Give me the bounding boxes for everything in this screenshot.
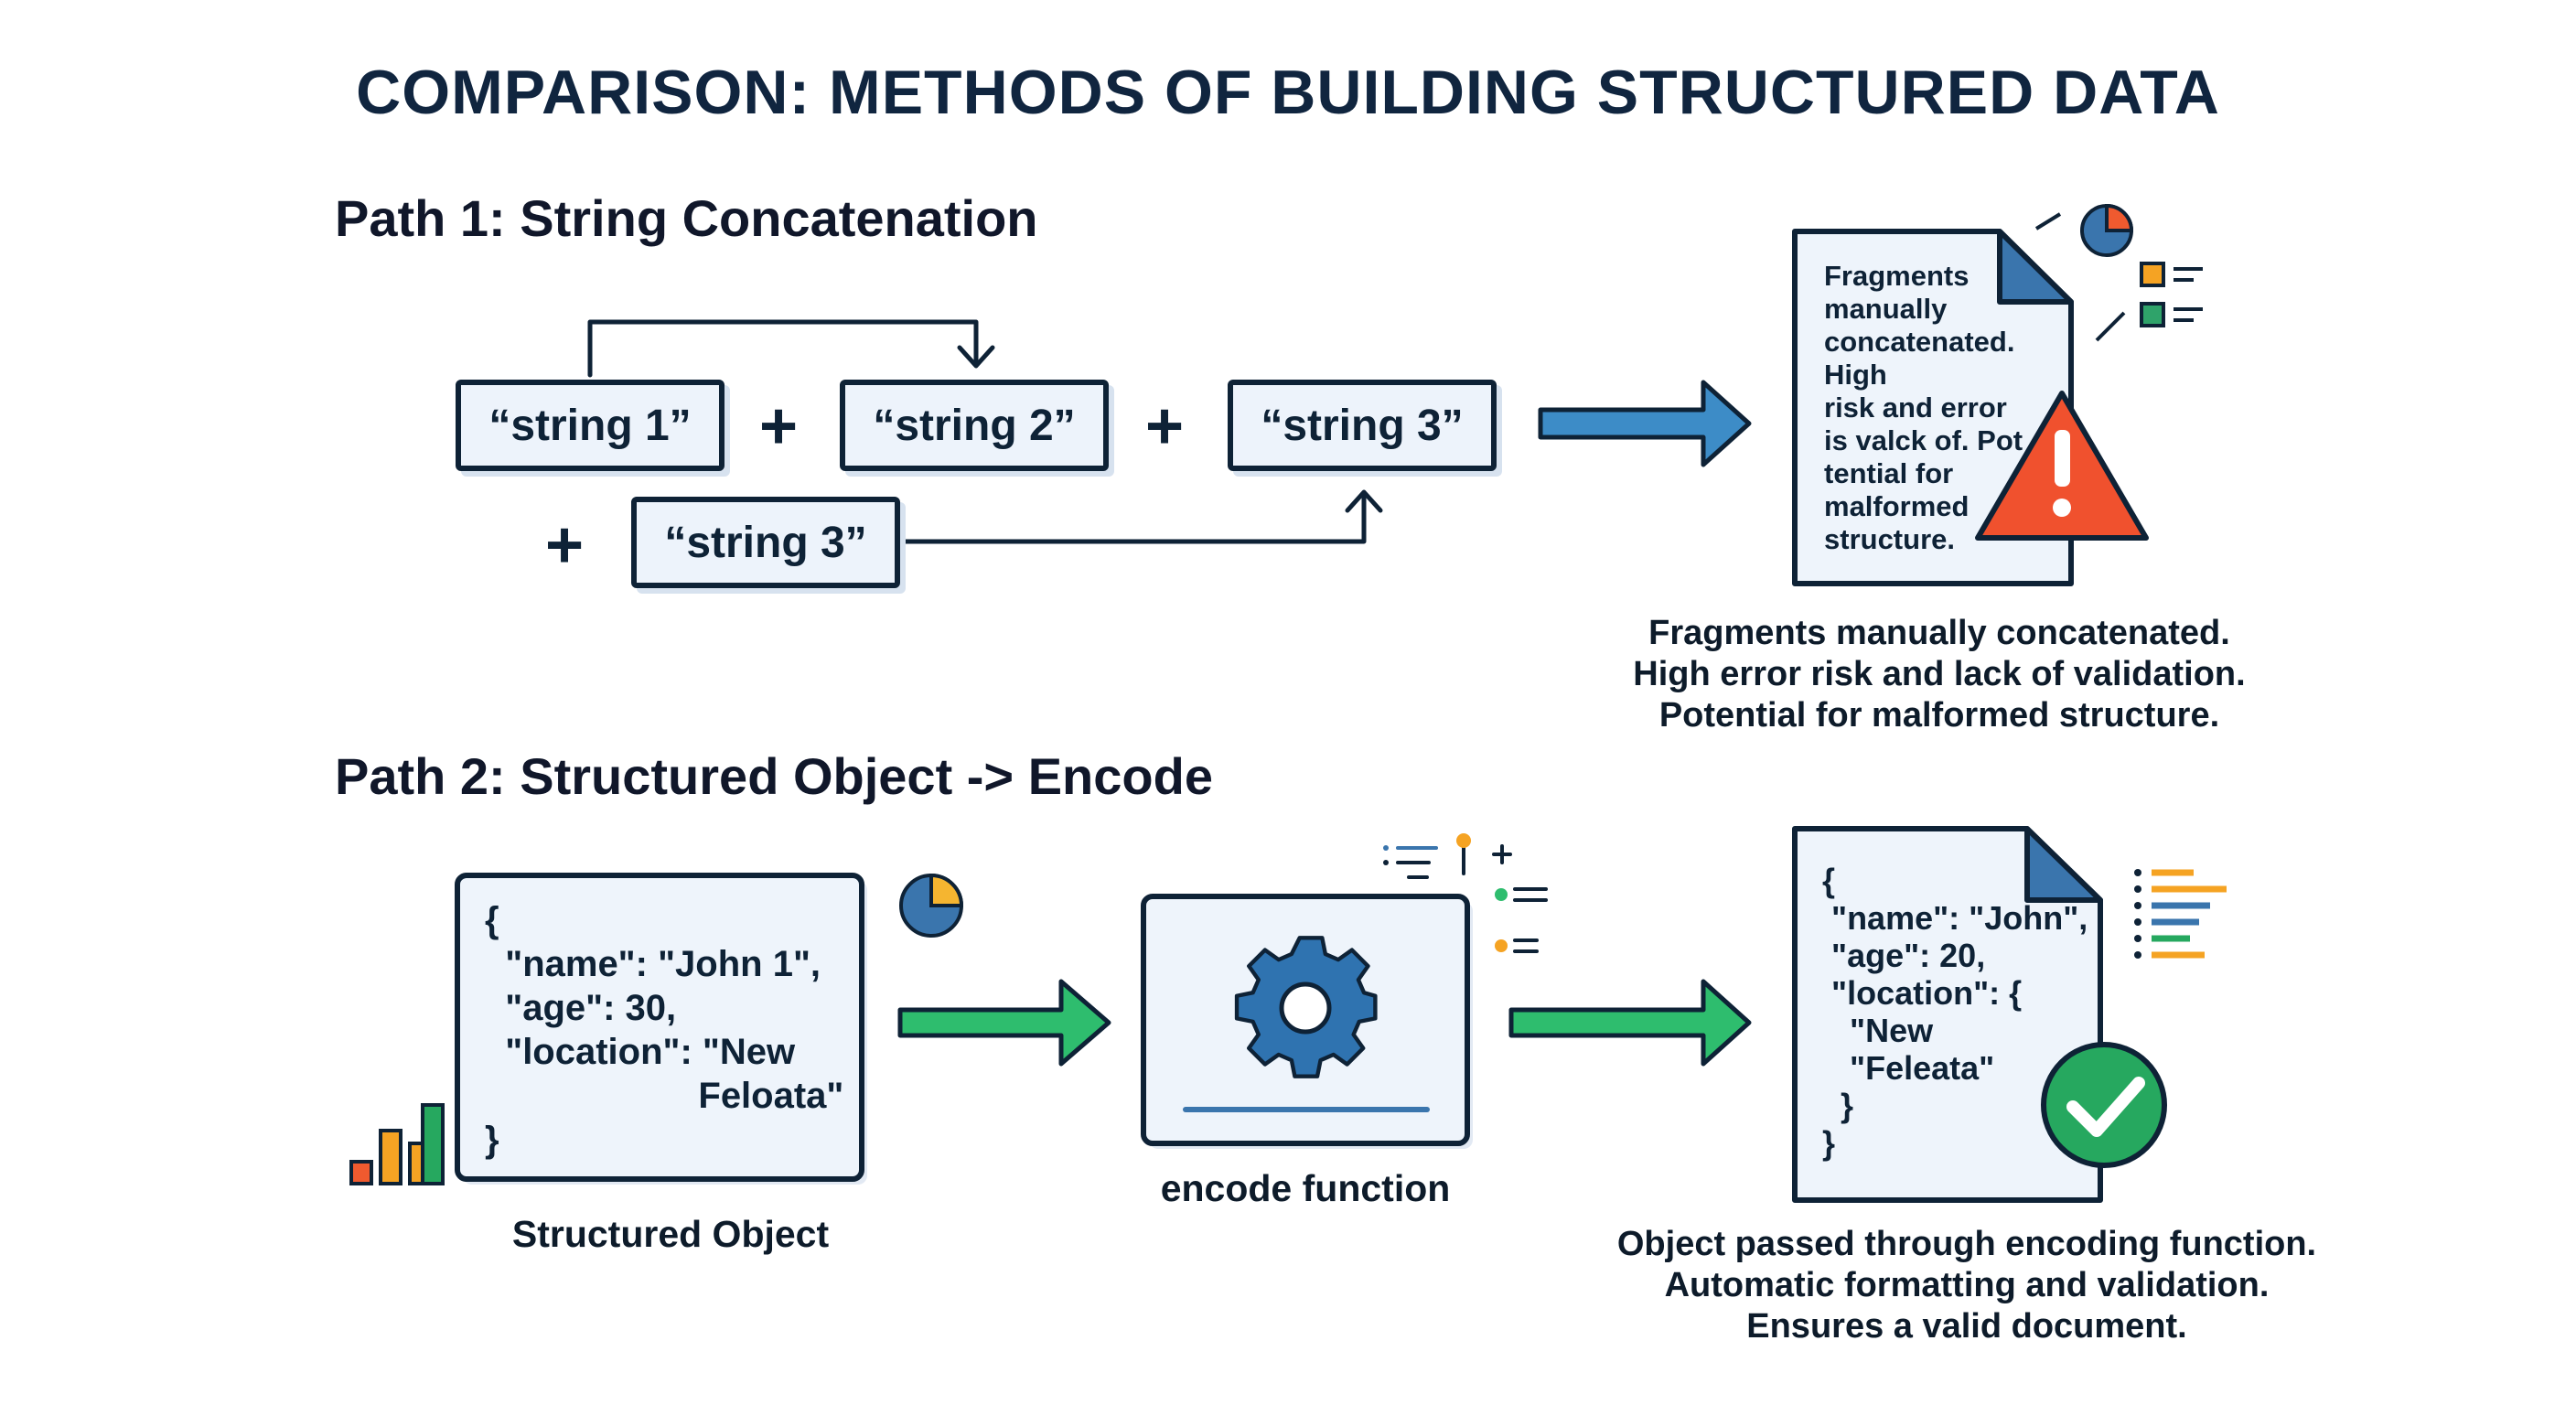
encode-arrow-in <box>897 979 1111 1067</box>
structured-object-box <box>455 873 867 1185</box>
document-line: structure. <box>1824 523 1955 555</box>
encoded-document-code: { "name": "John", "age": 20, "location":… <box>1822 862 2088 1162</box>
list-lines-icon <box>1383 833 1548 953</box>
plus-operator: + <box>545 509 585 582</box>
legend-icon <box>2095 262 2203 342</box>
pie-chart-icon <box>899 873 964 938</box>
plus-operator: + <box>759 390 799 463</box>
caption-line: Potential for malformed structure. <box>1658 696 2220 735</box>
code-line: { <box>485 900 499 940</box>
code-line: { <box>1822 862 1836 899</box>
caption-line: Object passed through encoding function. <box>1616 1225 2317 1263</box>
code-line: "age": 30, <box>485 988 677 1028</box>
string-box-1: “string 1” <box>456 380 724 471</box>
document-line: tential for <box>1824 457 1954 489</box>
document-line: High <box>1824 359 1887 391</box>
path2-heading: Path 2: Structured Object -> Encode <box>335 747 1213 805</box>
connector-lines <box>587 319 1383 544</box>
caption-line: Fragments manually concatenated. <box>1648 614 2230 652</box>
string-box-3: “string 3” <box>1228 380 1497 471</box>
code-line: "New <box>1822 1012 1934 1049</box>
code-line: "name": "John 1", <box>485 944 821 984</box>
document-line: risk and error <box>1824 391 2007 424</box>
path1-caption: Fragments manually concatenated. High er… <box>1573 613 2305 736</box>
concat-document-text: Fragments manually concatenated. High ri… <box>1824 260 2053 556</box>
caption-line: Automatic formatting and validation. <box>1664 1266 2270 1304</box>
code-line: "name": "John", <box>1822 899 2088 937</box>
document-line: Fragments <box>1824 260 1970 292</box>
string-box-4: “string 3” <box>631 497 900 588</box>
diagram-title: COMPARISON: METHODS OF BUILDING STRUCTUR… <box>356 58 2220 127</box>
code-line: } <box>1822 1124 1836 1162</box>
document-line: malformed <box>1824 490 1970 522</box>
bar-chart-icon <box>349 1103 445 1185</box>
code-line: } <box>485 1120 499 1160</box>
code-line: "age": 20, <box>1822 937 1986 974</box>
code-line: "location": { <box>1822 974 2023 1012</box>
document-line: is valck of. Pot <box>1824 424 2023 456</box>
pie-chart-icon <box>2034 203 2134 257</box>
code-line: "Feleata" <box>1822 1049 1995 1087</box>
caption-line: Ensures a valid document. <box>1746 1307 2187 1346</box>
path1-heading: Path 1: String Concatenation <box>335 189 1038 247</box>
path2-caption: Object passed through encoding function.… <box>1555 1224 2378 1347</box>
concat-arrow <box>1538 380 1752 467</box>
code-line: } <box>1822 1087 1854 1124</box>
gear-icon <box>1234 936 1378 1078</box>
caption-line: High error risk and lack of validation. <box>1633 655 2246 693</box>
document-line: manually <box>1824 293 1948 325</box>
plus-operator: + <box>1145 390 1185 463</box>
check-icon <box>2041 1042 2167 1168</box>
encode-function-label: encode function <box>1160 1167 1451 1209</box>
structured-object-code: { "name": "John 1", "age": 30, "location… <box>485 898 843 1162</box>
code-line: "location": "New <box>485 1032 796 1072</box>
string-box-2: “string 2” <box>840 380 1109 471</box>
encode-arrow-out <box>1508 979 1752 1067</box>
list-lines-icon <box>2134 869 2227 959</box>
structured-object-label: Structured Object <box>511 1213 830 1255</box>
code-line: Feloata" <box>485 1076 844 1116</box>
warning-icon <box>1975 391 2149 541</box>
document-line: concatenated. <box>1824 326 2015 358</box>
